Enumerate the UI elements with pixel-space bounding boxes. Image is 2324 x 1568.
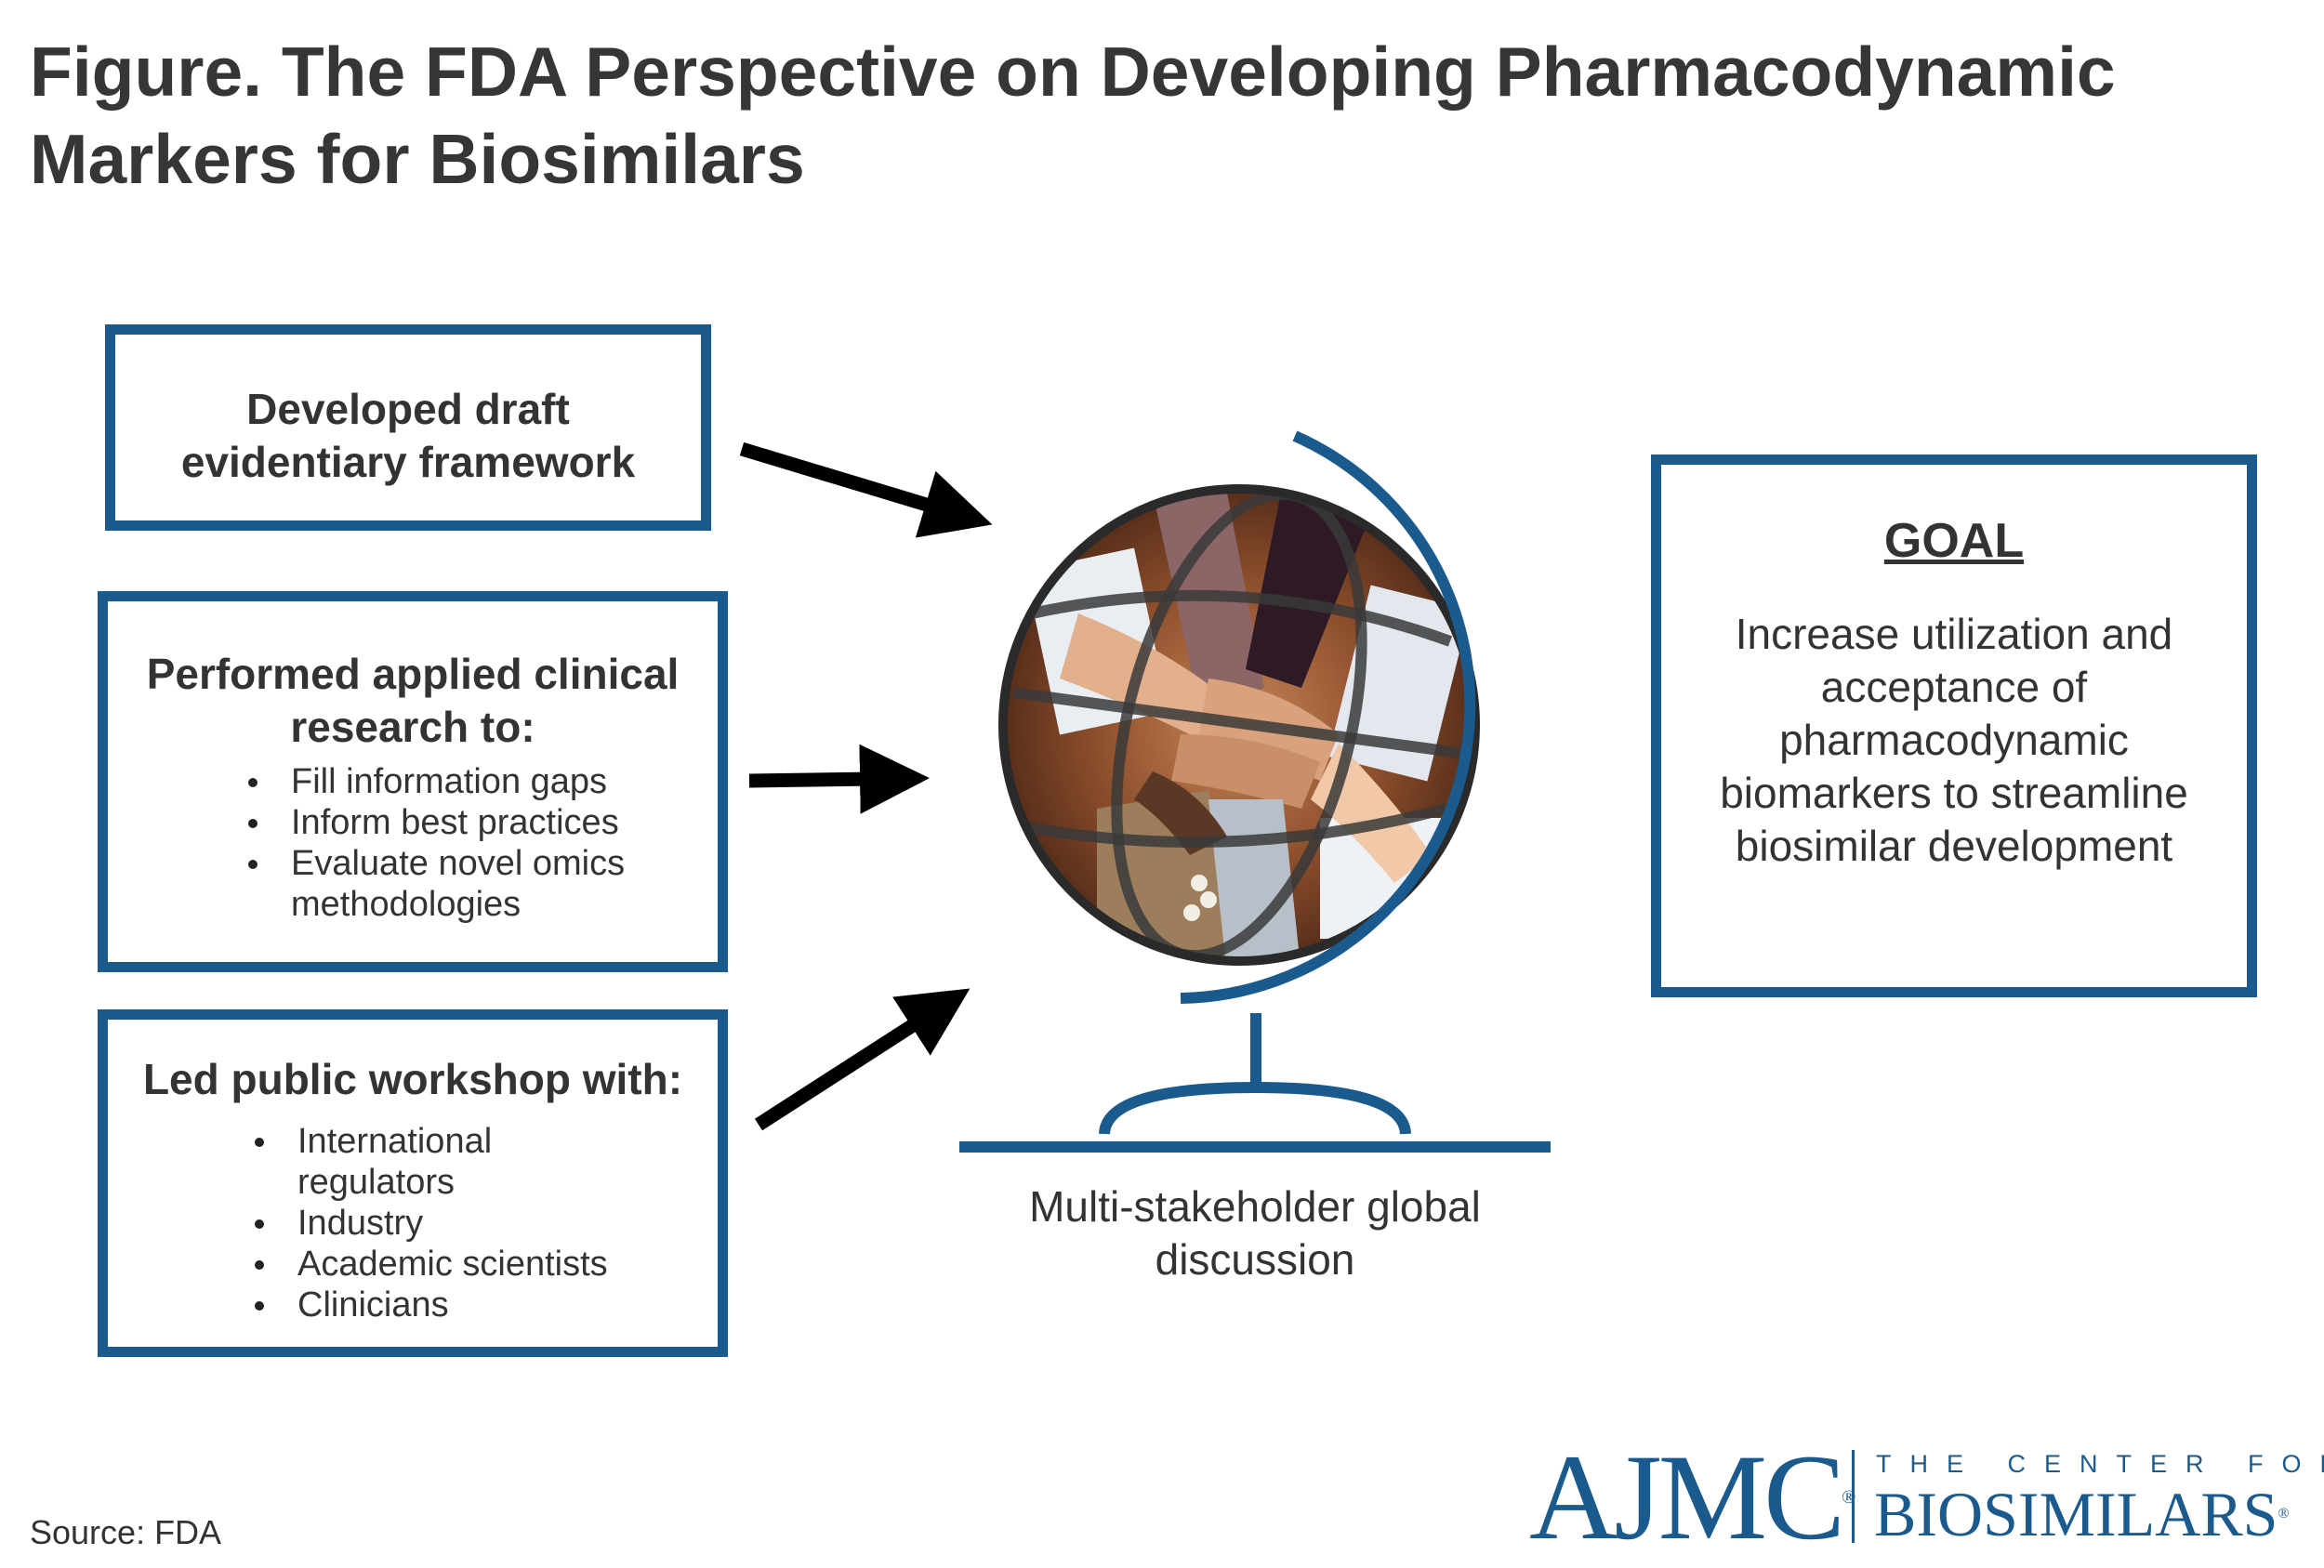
biosimilars-wordmark: BIOSIMILARS bbox=[1874, 1479, 2278, 1549]
arrow-framework bbox=[739, 441, 993, 538]
source-note: Source: FDA bbox=[30, 1513, 222, 1551]
list-item: International regulators bbox=[255, 1121, 530, 1203]
list-item: Inform best practices bbox=[248, 802, 718, 843]
hands-photo-icon bbox=[1003, 489, 1475, 961]
research-list: Fill information gaps Inform best practi… bbox=[248, 761, 718, 925]
logo-tagline: THE CENTER FOR bbox=[1876, 1450, 2324, 1478]
goal-heading: GOAL bbox=[1883, 514, 2025, 568]
globe-stand bbox=[959, 1013, 1551, 1153]
research-box: Performed applied clinical research to: … bbox=[98, 591, 728, 972]
workshop-list: International regulators Industry Academ… bbox=[255, 1121, 718, 1325]
framework-box: Developed draft evidentiary framework bbox=[105, 324, 711, 531]
list-item: Clinicians bbox=[255, 1285, 718, 1325]
arrow-workshop bbox=[754, 988, 971, 1131]
globe-caption: Multi-stakeholder global discussion bbox=[1029, 1182, 1481, 1284]
biosimilars-logo: BIOSIMILARS® bbox=[1874, 1479, 2290, 1549]
goal-box: GOAL Increase utilization and acceptance… bbox=[1651, 455, 2257, 997]
workshop-label: Led public workshop with: bbox=[142, 1055, 683, 1103]
ajmc-wordmark: AJMC bbox=[1529, 1429, 1845, 1565]
ajmc-logo: AJMC® bbox=[1529, 1429, 1856, 1565]
list-item: Industry bbox=[255, 1203, 718, 1244]
globe-meridian-ring bbox=[1180, 430, 1476, 1004]
list-item: Academic scientists bbox=[255, 1244, 718, 1285]
list-item: Evaluate novel omics methodologies bbox=[248, 843, 663, 925]
framework-label: Developed draft evidentiary framework bbox=[180, 385, 636, 486]
figure-title: Figure. The FDA Perspective on Developin… bbox=[30, 33, 2116, 198]
list-item: Fill information gaps bbox=[248, 761, 718, 802]
workshop-box: Led public workshop with: International … bbox=[98, 1009, 728, 1357]
research-label: Performed applied clinical research to: bbox=[146, 650, 680, 751]
goal-text: Increase utilization and acceptance of p… bbox=[1720, 610, 2188, 870]
logo-divider bbox=[1852, 1450, 1855, 1543]
arrow-research bbox=[748, 744, 930, 814]
